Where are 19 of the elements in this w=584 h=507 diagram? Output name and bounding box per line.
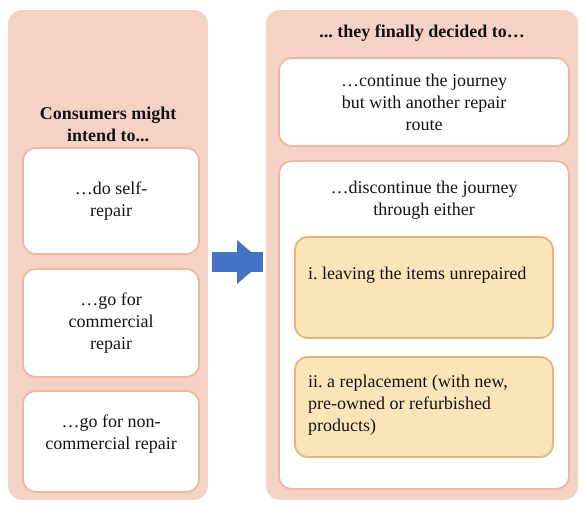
arrow — [212, 240, 263, 284]
option-text: …discontinue the journey through either — [330, 176, 518, 220]
option-box — [22, 147, 200, 255]
option-box — [278, 57, 570, 147]
panel-background — [8, 10, 208, 500]
option-text: …do self-repair — [74, 177, 148, 221]
option-text: …go for commercial repair — [68, 288, 154, 354]
panel-heading: Consumers might intend to... — [38, 102, 178, 146]
option-text: i. leaving the items unrepaired — [307, 262, 528, 284]
outcome-box — [294, 236, 554, 339]
option-text: …continue the journey but with another repair route — [340, 69, 508, 135]
panel-background — [266, 10, 578, 500]
option-box — [22, 268, 200, 378]
option-box — [278, 160, 570, 490]
option-box — [22, 390, 200, 493]
option-text: ii. a replacement (with new, pre-owned or refurbished products) — [307, 370, 509, 436]
option-text: …go for non-commercial repair — [44, 410, 178, 454]
outcome-box — [294, 356, 554, 458]
panel-heading: ... they finally decided to… — [318, 20, 526, 42]
